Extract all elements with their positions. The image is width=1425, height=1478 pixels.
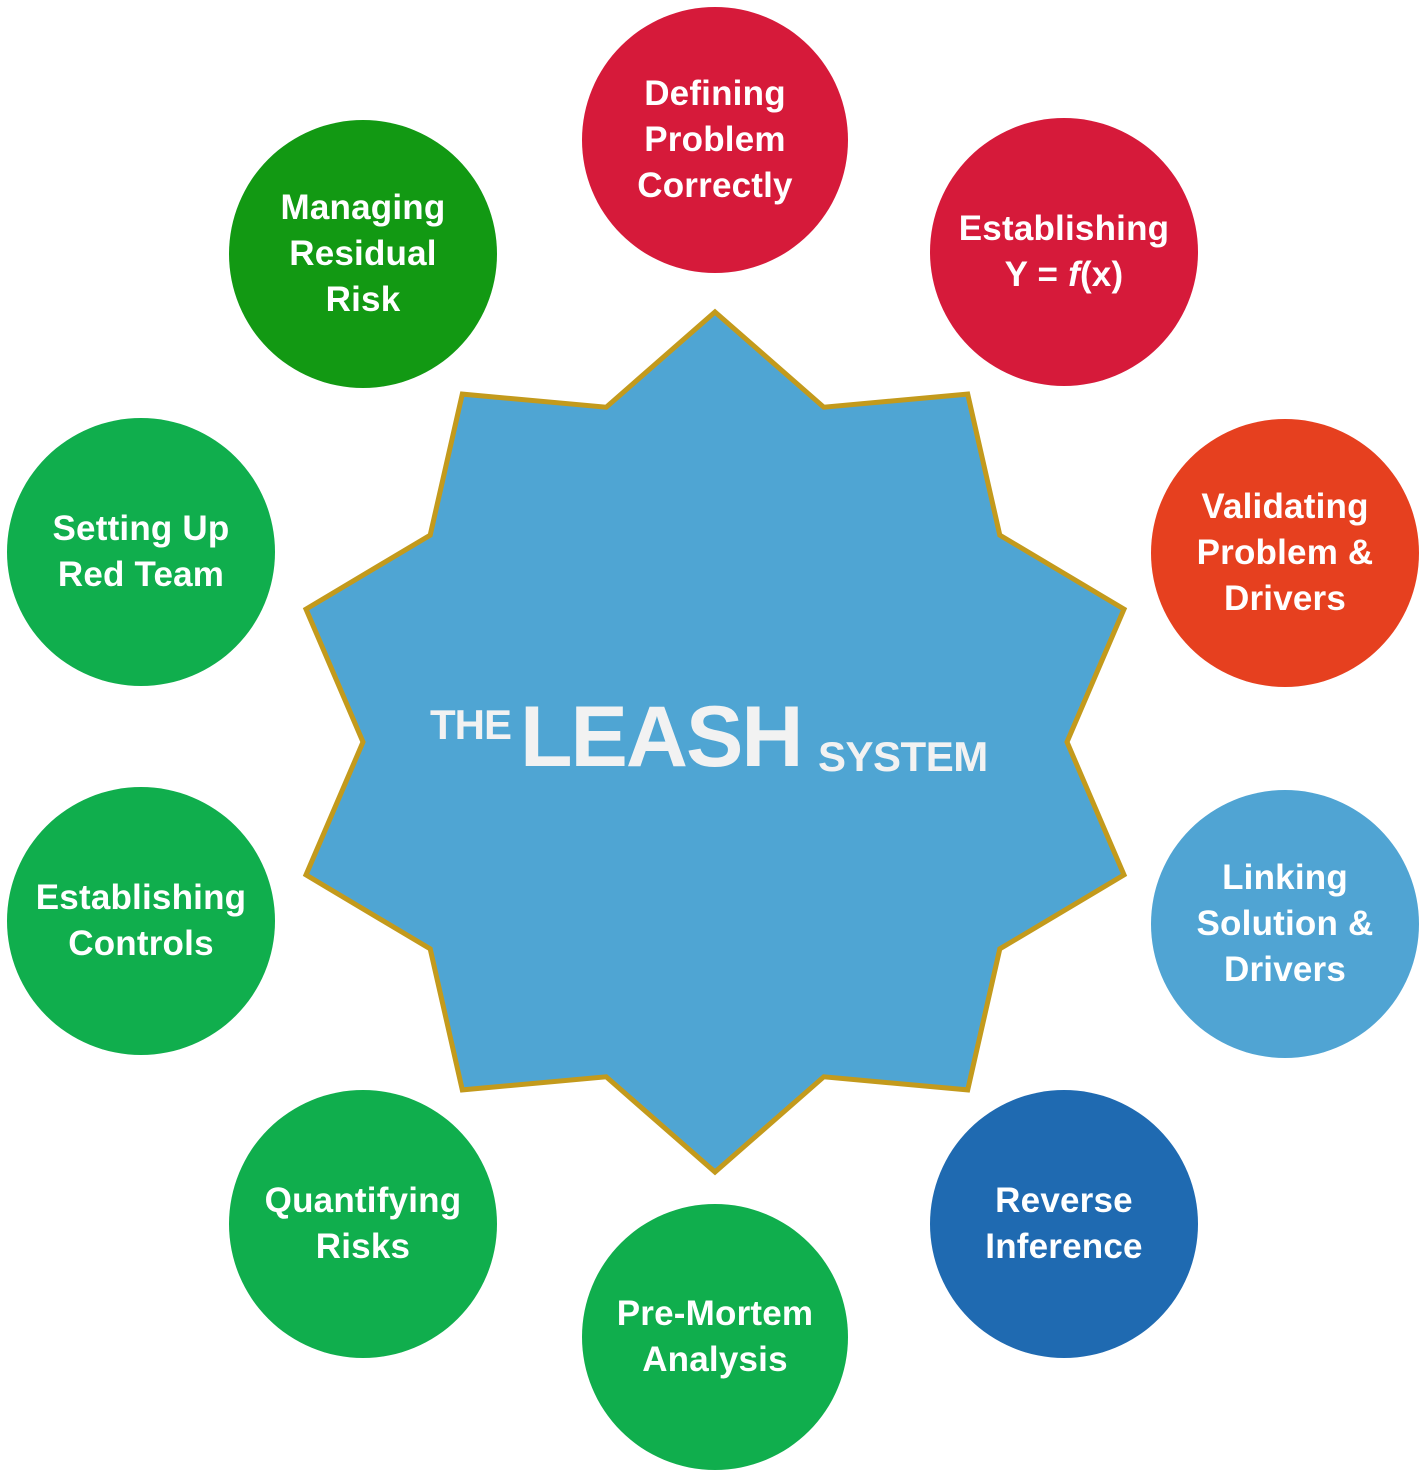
step-label-line: Inference: [985, 1227, 1143, 1266]
center-title: THE LEASH SYSTEM: [430, 690, 1030, 800]
step-label-line: Drivers: [1223, 579, 1347, 618]
step-circle-establishing-yfx: Establishing Y = f(x): [930, 118, 1198, 386]
step-circle-validating-problem: Validating Problem & Drivers: [1151, 419, 1419, 687]
step-label-line: Controls: [68, 924, 214, 963]
step-label: Establishing Controls: [36, 875, 247, 967]
step-label-line: Establishing: [958, 209, 1170, 248]
step-label-line: Setting Up: [52, 509, 230, 548]
step-label-line: Validating: [1201, 487, 1369, 526]
step-label: Defining Problem Correctly: [637, 71, 792, 209]
step-label: Quantifying Risks: [265, 1178, 462, 1270]
step-label-line: Pre-Mortem: [616, 1294, 814, 1333]
formula-line: Y = f(x): [959, 252, 1170, 298]
step-label-line: Defining: [644, 74, 786, 113]
step-label-line: Managing: [280, 188, 446, 227]
title-prefix: THE: [430, 701, 512, 748]
step-label-line: Analysis: [642, 1340, 788, 1379]
step-label: Validating Problem & Drivers: [1197, 484, 1374, 622]
step-label: Managing Residual Risk: [281, 185, 446, 323]
step-circle-linking-solution: Linking Solution & Drivers: [1151, 790, 1419, 1058]
step-label: Linking Solution & Drivers: [1197, 855, 1374, 993]
step-label-line: Linking: [1222, 858, 1348, 897]
step-label-line: Risk: [325, 280, 401, 319]
step-circle-reverse-inference: Reverse Inference: [930, 1090, 1198, 1358]
step-label-line: Problem: [644, 120, 786, 159]
step-circle-quantifying-risks: Quantifying Risks: [229, 1090, 497, 1358]
step-label-line: Establishing: [35, 878, 247, 917]
formula-post: (x): [1079, 255, 1124, 294]
title-suffix: SYSTEM: [818, 733, 988, 780]
step-label: Establishing Y = f(x): [959, 206, 1170, 298]
step-circle-red-team: Setting Up Red Team: [7, 418, 275, 686]
step-label-line: Problem &: [1196, 533, 1374, 572]
step-label-line: Correctly: [637, 166, 793, 205]
step-circle-residual-risk: Managing Residual Risk: [229, 120, 497, 388]
step-label-line: Reverse: [995, 1181, 1133, 1220]
formula-italic-f: f: [1068, 255, 1080, 294]
step-label-line: Quantifying: [264, 1181, 462, 1220]
ten-point-star: [302, 308, 1128, 1176]
step-label: Setting Up Red Team: [53, 506, 230, 598]
title-main: LEASH: [520, 689, 803, 785]
step-label: Pre-Mortem Analysis: [617, 1291, 813, 1383]
step-label-line: Drivers: [1223, 950, 1347, 989]
step-label-line: Solution &: [1196, 904, 1374, 943]
step-circle-pre-mortem: Pre-Mortem Analysis: [582, 1204, 848, 1470]
formula-pre: Y =: [1004, 255, 1069, 294]
step-circle-establishing-controls: Establishing Controls: [7, 787, 275, 1055]
step-label-line: Risks: [315, 1227, 411, 1266]
step-label: Reverse Inference: [985, 1178, 1142, 1270]
step-circle-defining-problem: Defining Problem Correctly: [582, 7, 848, 273]
step-label-line: Red Team: [57, 555, 225, 594]
step-label-line: Residual: [289, 234, 437, 273]
